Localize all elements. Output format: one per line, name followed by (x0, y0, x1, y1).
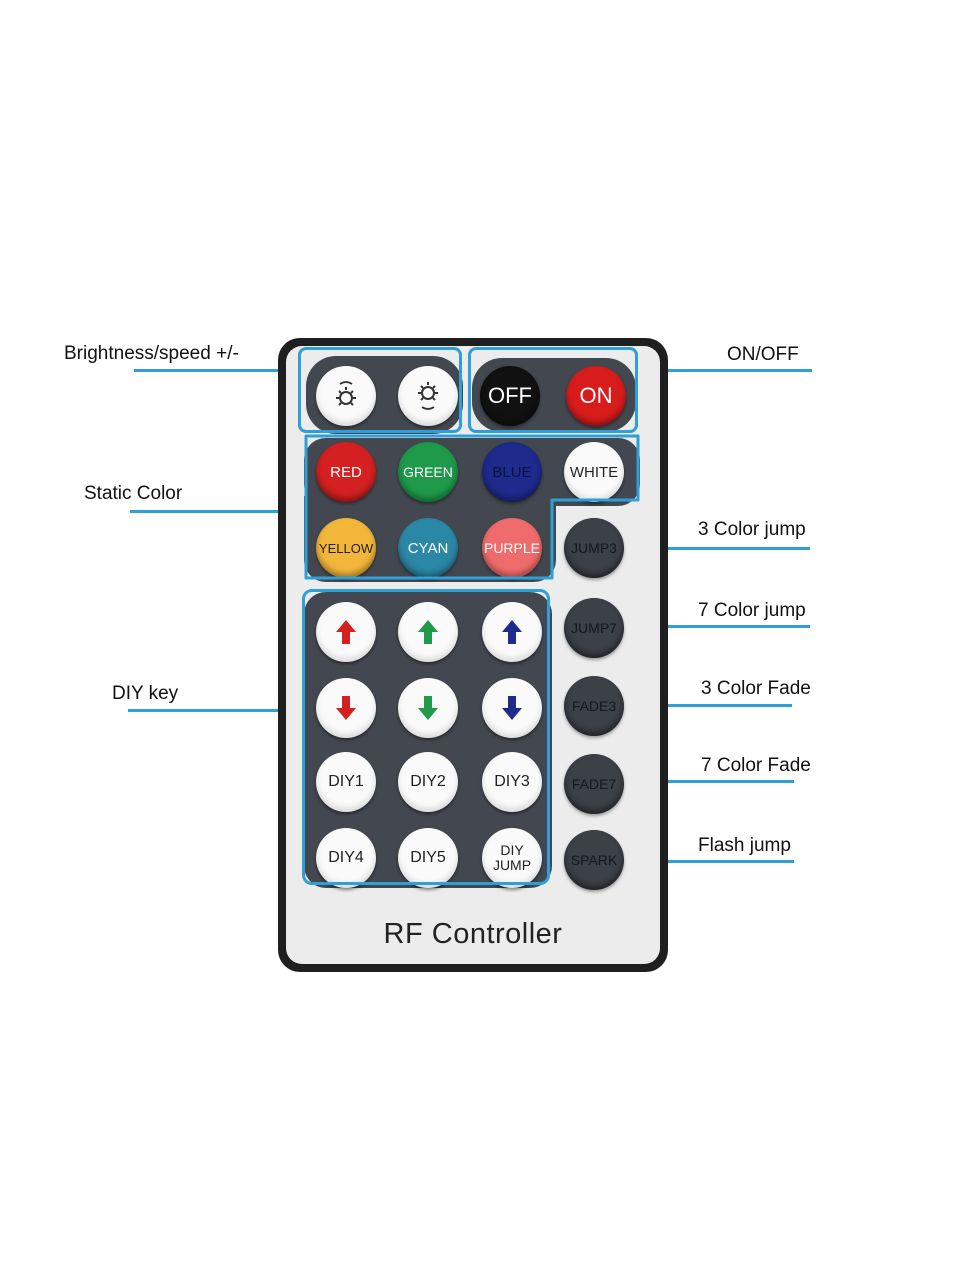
spark-button[interactable]: SPARK (564, 830, 624, 890)
brightness-up-icon (336, 381, 356, 406)
red-down-button[interactable] (316, 678, 376, 738)
callout-static-color-line (130, 510, 306, 513)
white-button[interactable]: WHITE (564, 442, 624, 502)
callout-3-color-jump: 3 Color jump (698, 519, 806, 540)
callout-3-color-fade-line (622, 704, 792, 707)
callout-diy-key: DIY key (112, 683, 179, 704)
diy-group-frame (302, 589, 550, 885)
blue-up-button[interactable] (482, 602, 542, 662)
callout-brightness-line (134, 369, 306, 372)
fade7-button[interactable]: FADE7 (564, 754, 624, 814)
jump7-button[interactable]: JUMP7 (564, 598, 624, 658)
remote-face: OFF ON RED GREEN BLUE WHITE YELLOW CYAN … (286, 346, 660, 964)
red-button[interactable]: RED (316, 442, 376, 502)
diy1-button[interactable]: DIY1 (316, 752, 376, 812)
green-button[interactable]: GREEN (398, 442, 458, 502)
callout-diy-key-line (128, 709, 306, 712)
yellow-button[interactable]: YELLOW (316, 518, 376, 578)
diy5-button[interactable]: DIY5 (398, 828, 458, 888)
callout-brightness: Brightness/speed +/- (64, 343, 239, 364)
callout-onoff: ON/OFF (727, 344, 799, 365)
purple-button[interactable]: PURPLE (482, 518, 542, 578)
callout-7-color-jump: 7 Color jump (698, 600, 806, 621)
diy2-button[interactable]: DIY2 (398, 752, 458, 812)
arrow-down-icon (336, 696, 356, 720)
blue-down-button[interactable] (482, 678, 542, 738)
callout-static-color: Static Color (84, 483, 183, 504)
jump3-button[interactable]: JUMP3 (564, 518, 624, 578)
cyan-button[interactable]: CYAN (398, 518, 458, 578)
arrow-up-icon (336, 620, 356, 644)
green-down-button[interactable] (398, 678, 458, 738)
arrow-down-icon (418, 696, 438, 720)
callout-flash-jump: Flash jump (698, 835, 791, 856)
diy4-button[interactable]: DIY4 (316, 828, 376, 888)
arrow-down-icon (502, 696, 522, 720)
fade3-button[interactable]: FADE3 (564, 676, 624, 736)
static-color-group-frame (304, 434, 640, 580)
callout-3-color-jump-line (622, 547, 810, 550)
callout-flash-jump-line (622, 860, 794, 863)
brand-label: RF Controller (383, 918, 563, 950)
brightness-down-icon (418, 382, 438, 410)
off-button[interactable]: OFF (480, 366, 540, 426)
red-up-button[interactable] (316, 602, 376, 662)
callout-3-color-fade: 3 Color Fade (701, 678, 811, 699)
arrow-up-icon (502, 620, 522, 644)
arrow-up-icon (418, 620, 438, 644)
rf-remote: OFF ON RED GREEN BLUE WHITE YELLOW CYAN … (278, 338, 668, 972)
brightness-up-button[interactable] (316, 366, 376, 426)
power-group-frame (468, 347, 638, 433)
brightness-down-button[interactable] (398, 366, 458, 426)
diy-jump-button[interactable]: DIY JUMP (482, 828, 542, 888)
on-button[interactable]: ON (566, 366, 626, 426)
brightness-group-frame (298, 347, 462, 433)
green-up-button[interactable] (398, 602, 458, 662)
blue-button[interactable]: BLUE (482, 442, 542, 502)
diy3-button[interactable]: DIY3 (482, 752, 542, 812)
callout-7-color-jump-line (622, 625, 810, 628)
callout-7-color-fade-line (622, 780, 794, 783)
callout-7-color-fade: 7 Color Fade (701, 755, 811, 776)
callout-onoff-line (636, 369, 812, 372)
